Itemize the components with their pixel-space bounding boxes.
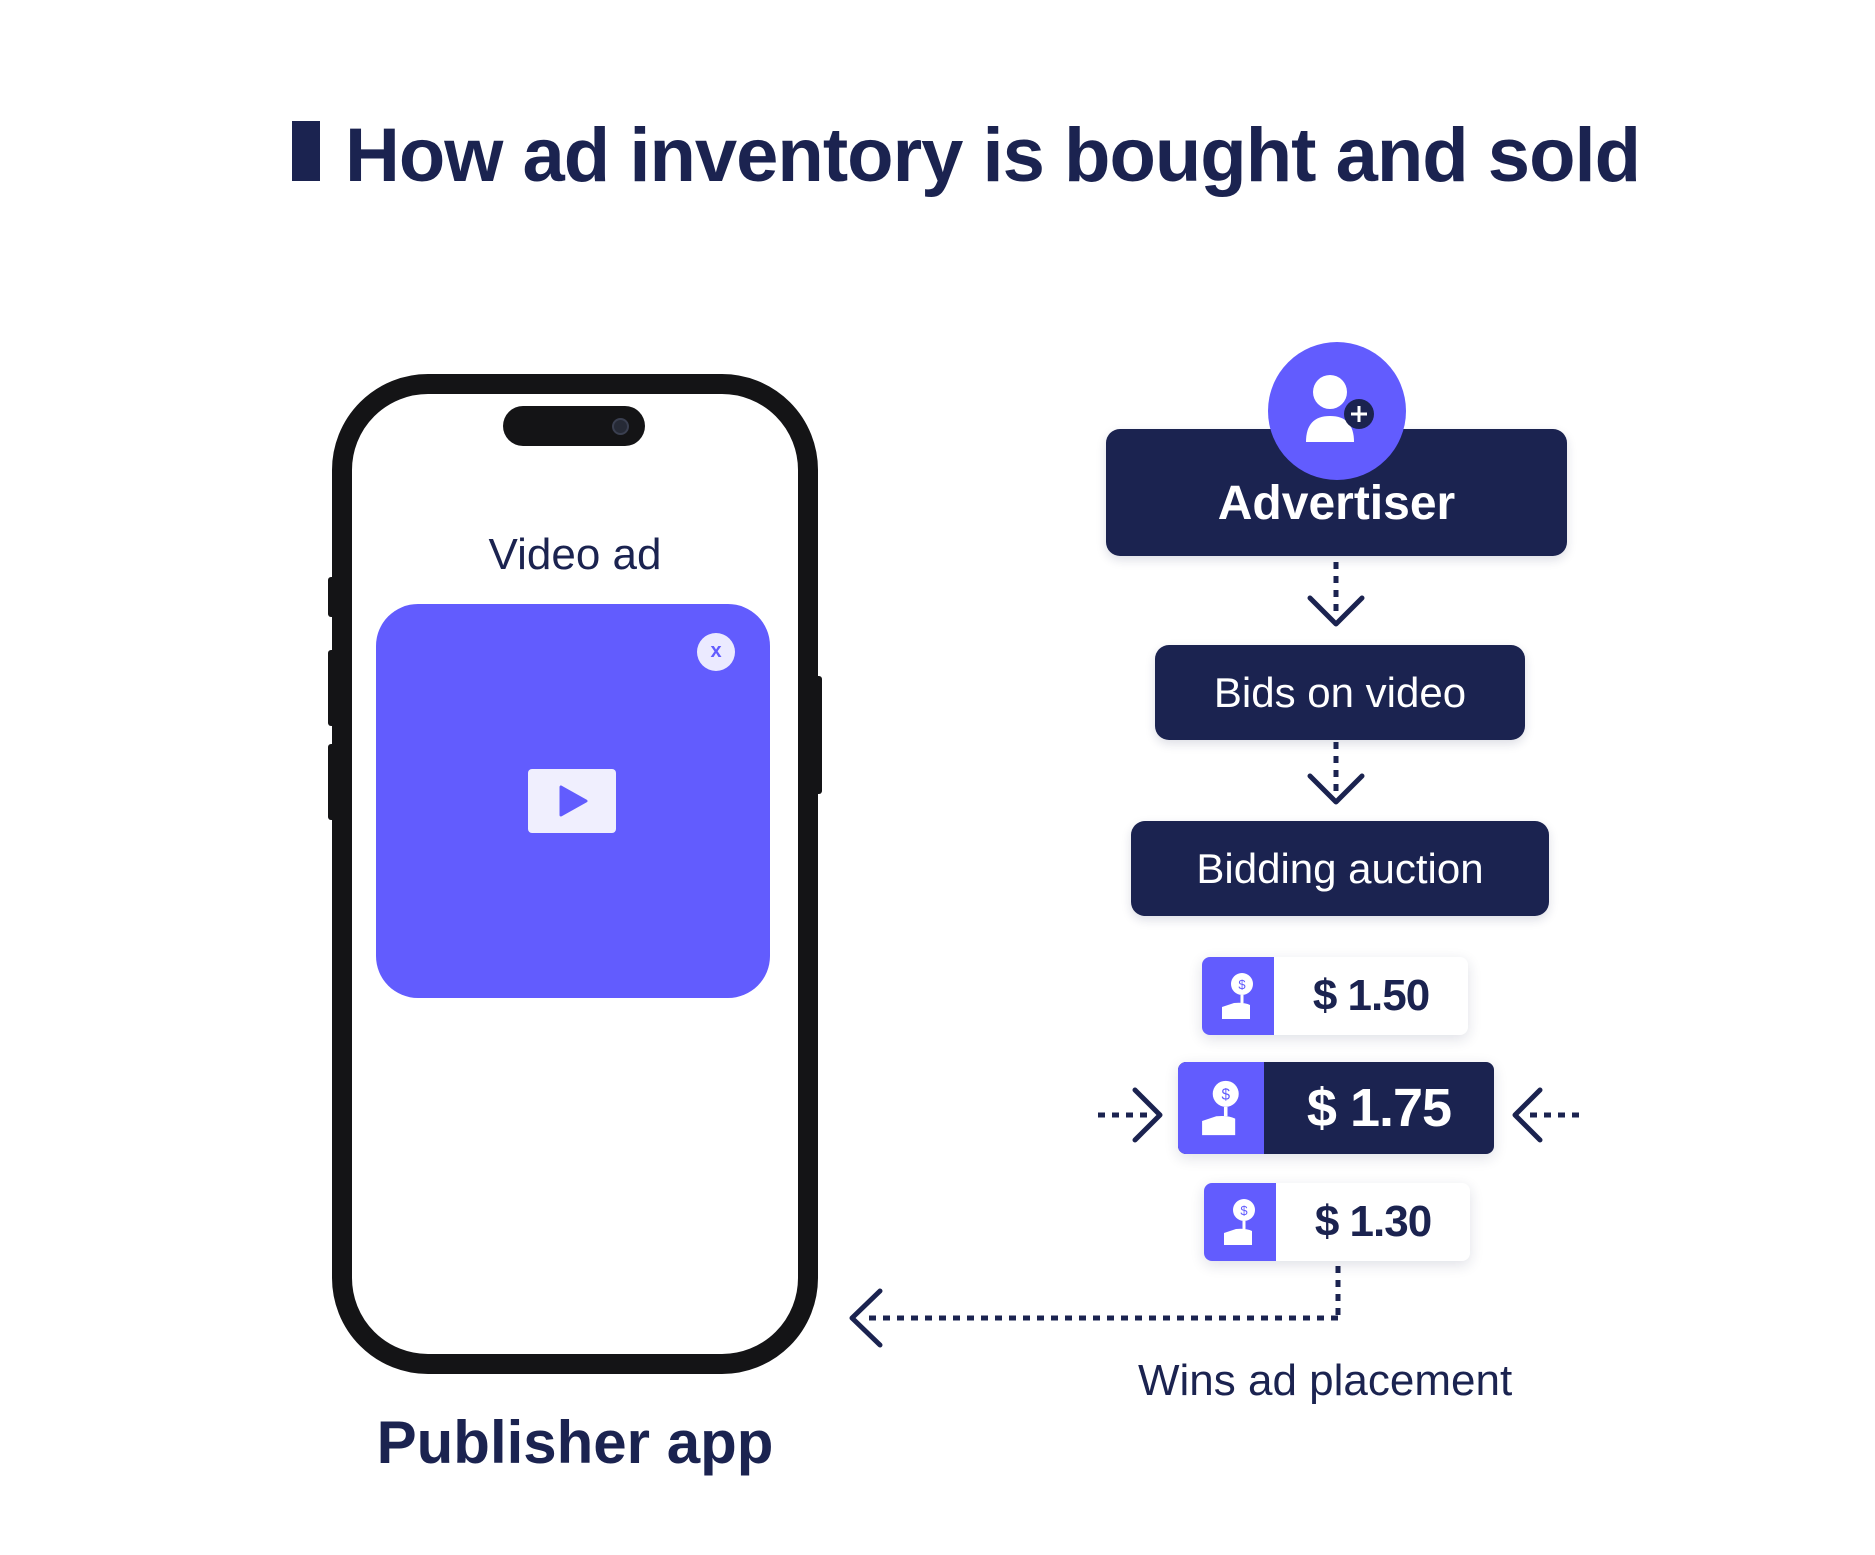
winning-bid-row: $ $ 1.75: [1178, 1062, 1494, 1154]
close-icon[interactable]: x: [697, 633, 735, 671]
bid-price: $ 1.30: [1314, 1197, 1432, 1246]
camera-icon: [612, 418, 629, 435]
svg-text:$: $: [1240, 1203, 1248, 1218]
add-user-icon: [1306, 375, 1374, 442]
wins-ad-placement-label: Wins ad placement: [1138, 1356, 1513, 1405]
arrow-right-icon: [1132, 1087, 1163, 1143]
money-hand-icon: $: [1202, 957, 1274, 1035]
arrow-down-icon: [1307, 773, 1365, 805]
publisher-app-label: Publisher app: [376, 1409, 774, 1476]
arrow-left-icon: [1512, 1087, 1543, 1143]
advertiser-avatar: [1268, 342, 1406, 480]
page-title: How ad inventory is bought and sold: [345, 113, 1641, 198]
bid-price: $ 1.75: [1306, 1078, 1452, 1138]
play-triangle: [559, 785, 588, 817]
svg-text:$: $: [1221, 1087, 1230, 1104]
play-icon[interactable]: [528, 769, 616, 833]
arrow-left-icon: [849, 1288, 883, 1348]
money-hand-icon: $: [1204, 1183, 1276, 1261]
svg-text:$: $: [1238, 977, 1246, 992]
bid-price: $ 1.50: [1312, 971, 1430, 1020]
bid-row: $ $ 1.30: [1204, 1183, 1470, 1261]
video-ad-label: Video ad: [488, 530, 662, 579]
advertiser-label: Advertiser: [1217, 477, 1456, 530]
phone-power-button: [814, 676, 822, 794]
bid-row: $ $ 1.50: [1202, 957, 1468, 1035]
bids-on-video-box: Bids on video: [1155, 645, 1525, 740]
title-accent-bar: [292, 121, 320, 181]
money-hand-icon: $: [1178, 1062, 1264, 1154]
bidding-auction-box: Bidding auction: [1131, 821, 1549, 916]
arrow-down-icon: [1307, 595, 1365, 627]
